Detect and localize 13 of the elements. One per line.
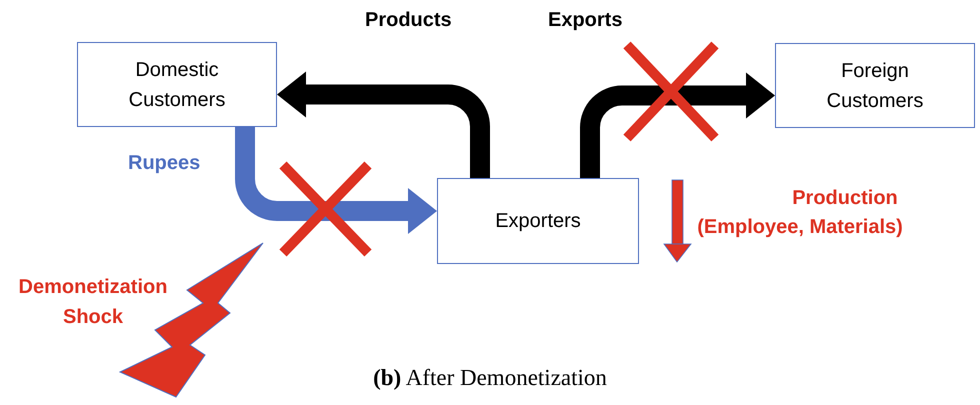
shock-label: Demonetization Shock [18,275,168,330]
edge-label: Exports [548,8,622,33]
annotation: Production [791,186,899,211]
entity-box [77,42,277,127]
edge-label: Products [365,8,452,33]
entity-box [775,43,975,128]
box-label: Foreign Customers [826,58,924,114]
annotation: (Employee, Materials) [696,215,904,240]
box-label: Exporters [495,209,581,234]
box-label: Domestic Customers [128,58,226,112]
edge-label: Rupees [128,151,200,176]
figure-caption: (b) After Demonetization [372,365,608,391]
entity-box [437,178,639,264]
